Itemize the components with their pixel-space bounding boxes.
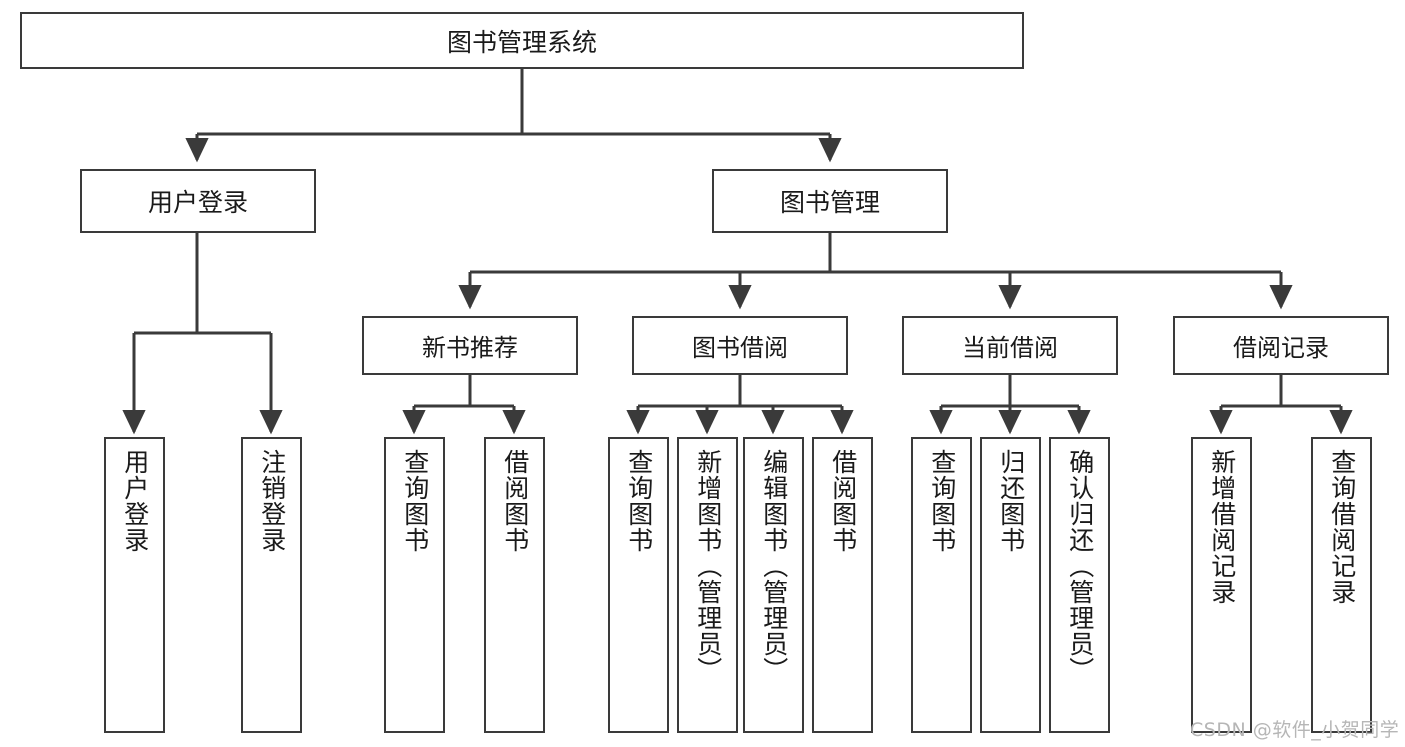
leaf-label: 确认归还（管理员） <box>1065 449 1095 683</box>
leaf-label: 查询图书 <box>927 449 957 553</box>
leaf-book-borrow-query-book[interactable]: 查询图书 <box>608 437 669 733</box>
leaf-label: 用户登录 <box>120 449 150 553</box>
leaf-new-book-borrow-book[interactable]: 借阅图书 <box>484 437 545 733</box>
leaf-label: 新增借阅记录 <box>1207 449 1237 605</box>
leaf-borrow-record-add-record[interactable]: 新增借阅记录 <box>1191 437 1252 733</box>
leaf-new-book-query-book[interactable]: 查询图书 <box>384 437 445 733</box>
node-book-borrow[interactable]: 图书借阅 <box>632 316 848 375</box>
csdn-watermark: CSDN @软件_小贺同学 <box>1190 719 1400 741</box>
leaf-label: 借阅图书 <box>828 449 858 553</box>
leaf-label: 新增图书（管理员） <box>693 449 723 683</box>
node-book-management[interactable]: 图书管理 <box>712 169 948 233</box>
node-current-borrow[interactable]: 当前借阅 <box>902 316 1118 375</box>
leaf-current-borrow-confirm-return[interactable]: 确认归还（管理员） <box>1049 437 1110 733</box>
leaf-current-borrow-query-book[interactable]: 查询图书 <box>911 437 972 733</box>
leaf-label: 查询图书 <box>400 449 430 553</box>
leaf-user-login-logout[interactable]: 注销登录 <box>241 437 302 733</box>
leaf-label: 归还图书 <box>996 449 1026 553</box>
node-user-login[interactable]: 用户登录 <box>80 169 316 233</box>
leaf-user-login-login[interactable]: 用户登录 <box>104 437 165 733</box>
node-new-book-recommend[interactable]: 新书推荐 <box>362 316 578 375</box>
leaf-book-borrow-borrow-book[interactable]: 借阅图书 <box>812 437 873 733</box>
leaf-label: 借阅图书 <box>500 449 530 553</box>
leaf-borrow-record-query-record[interactable]: 查询借阅记录 <box>1311 437 1372 733</box>
leaf-label: 查询图书 <box>624 449 654 553</box>
leaf-label: 查询借阅记录 <box>1327 449 1357 605</box>
leaf-label: 注销登录 <box>257 449 287 553</box>
leaf-current-borrow-return-book[interactable]: 归还图书 <box>980 437 1041 733</box>
leaf-book-borrow-add-book[interactable]: 新增图书（管理员） <box>677 437 738 733</box>
leaf-book-borrow-edit-book[interactable]: 编辑图书（管理员） <box>743 437 804 733</box>
node-borrow-record[interactable]: 借阅记录 <box>1173 316 1389 375</box>
leaf-label: 编辑图书（管理员） <box>759 449 789 683</box>
node-root-system[interactable]: 图书管理系统 <box>20 12 1024 69</box>
